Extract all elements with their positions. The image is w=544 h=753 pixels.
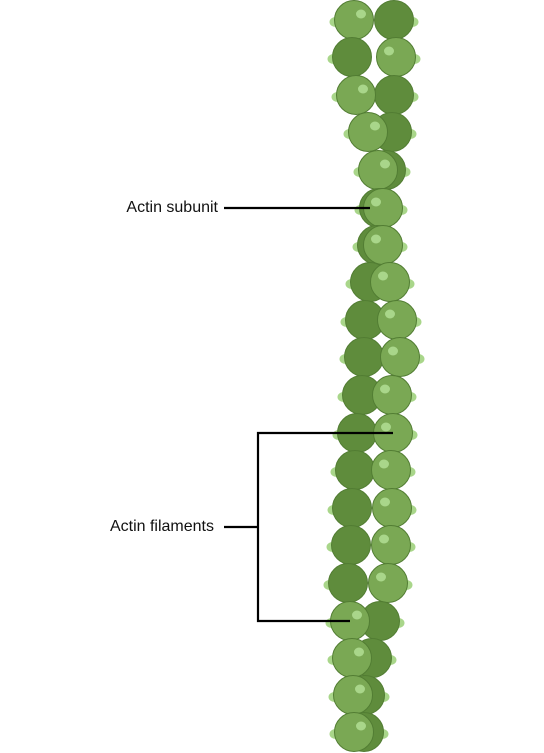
actin-subunit <box>372 488 412 528</box>
subunit-highlight <box>355 684 365 694</box>
subunit-highlight <box>356 721 366 731</box>
filaments-bracket <box>256 431 393 623</box>
subunit-highlight <box>385 309 395 319</box>
subunit-highlight <box>388 346 398 356</box>
subunit-highlight <box>358 84 368 94</box>
actin-subunit <box>348 112 388 152</box>
actin-subunit <box>363 225 403 265</box>
subunit-highlight <box>379 459 389 469</box>
actin-subunit <box>377 300 417 340</box>
actin-subunit <box>334 712 374 752</box>
subunit-highlight <box>354 647 364 657</box>
actin-filament <box>328 0 420 752</box>
subunit-highlight <box>384 46 394 56</box>
subunit-highlight <box>380 384 390 394</box>
actin-subunit-label: Actin subunit <box>126 199 218 216</box>
actin-subunit-back <box>335 450 375 490</box>
actin-subunit-back <box>332 488 372 528</box>
actin-filaments-label: Actin filaments <box>109 518 214 535</box>
subunit-highlight <box>380 159 390 169</box>
actin-subunit-back <box>328 563 368 603</box>
actin-subunit <box>368 563 408 603</box>
subunit-highlight <box>352 610 362 620</box>
subunit-highlight <box>378 271 388 281</box>
subunit-highlight <box>379 534 389 544</box>
leader-lines <box>224 206 393 623</box>
subunit-highlight <box>376 572 386 582</box>
actin-subunit-back <box>332 37 372 77</box>
subunit-highlight <box>371 197 381 207</box>
subunit-highlight <box>356 9 366 19</box>
subunit-highlight <box>380 497 390 507</box>
actin-subunit <box>371 450 411 490</box>
actin-subunit <box>332 638 372 678</box>
subunit-highlight <box>371 234 381 244</box>
actin-subunit-back <box>331 525 371 565</box>
subunit-highlight <box>370 121 380 131</box>
actin-subunit <box>370 262 410 302</box>
actin-subunit <box>372 375 412 415</box>
actin-subunit-back <box>344 337 384 377</box>
actin-subunit-back <box>374 0 414 40</box>
actin-subunit-back <box>374 75 414 115</box>
actin-subunit <box>336 75 376 115</box>
actin-subunit <box>334 0 374 40</box>
subunit-highlight <box>381 422 391 432</box>
actin-subunit <box>371 525 411 565</box>
actin-subunit <box>333 675 373 715</box>
actin-subunit <box>380 337 420 377</box>
actin-subunit <box>358 150 398 190</box>
actin-subunit <box>376 37 416 77</box>
